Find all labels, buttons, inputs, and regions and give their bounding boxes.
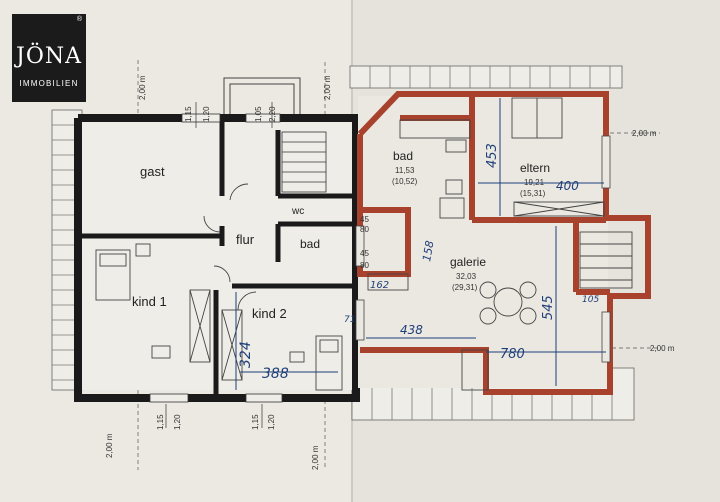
left-stairs xyxy=(281,131,327,193)
dim-top-window2-b: 2,20 xyxy=(268,106,277,122)
dim-right-top: 2,00 m xyxy=(632,129,657,138)
dim-bottom-window1-b: 1,20 xyxy=(173,414,182,430)
dim-bottom-window1-a: 1,15 xyxy=(156,414,165,430)
dim-bottom-left: 2,00 m xyxy=(105,433,114,458)
room-label-galerie: galerie xyxy=(450,255,486,269)
logo-brand: JÖNA xyxy=(16,44,82,69)
right-floor xyxy=(358,96,608,388)
hand-71: 71 xyxy=(344,315,355,325)
room-label-bad-left: bad xyxy=(300,237,320,251)
hand-545: 545 xyxy=(541,295,556,320)
dim-top-vertical: 2,00 m xyxy=(323,75,332,100)
dim-top-window1-b: 1,20 xyxy=(202,106,211,122)
hand-400: 400 xyxy=(556,179,579,193)
right-walls xyxy=(357,91,651,395)
room-label-wc: wc xyxy=(291,206,304,217)
room-area-galerie: 32,03 xyxy=(456,272,477,281)
dim-door1-b: 80 xyxy=(360,225,369,234)
dim-right-bottom: 2,00 m xyxy=(650,344,675,353)
hand-453: 453 xyxy=(485,143,500,168)
dimension-lines xyxy=(165,102,273,428)
hand-324: 324 xyxy=(238,341,254,368)
dim-top-window1-a: 1,15 xyxy=(184,106,193,122)
room-label-eltern: eltern xyxy=(520,161,550,175)
room-area-bad-right: 11,53 xyxy=(395,166,415,175)
room-area2-eltern: (15,31) xyxy=(520,189,546,198)
room-label-bad-right: bad xyxy=(393,149,413,163)
hand-158: 158 xyxy=(420,240,436,263)
logo-registered-mark: ® xyxy=(76,16,82,23)
hand-438: 438 xyxy=(400,323,423,337)
dim-door2-a: 45 xyxy=(360,249,369,258)
hand-105: 105 xyxy=(582,295,599,305)
left-windows xyxy=(149,113,283,403)
dim-door1-a: 45 xyxy=(360,215,369,224)
hand-388: 388 xyxy=(262,366,289,382)
dim-bottom-window2-b: 1,20 xyxy=(267,414,276,430)
left-furniture xyxy=(95,183,343,391)
room-label-flur: flur xyxy=(236,232,255,247)
dim-top-window2-a: 1,05 xyxy=(254,106,263,122)
logo-subtitle: IMMOBILIEN xyxy=(19,79,79,88)
room-label-kind2: kind 2 xyxy=(252,306,287,321)
dim-bottom-window2-a: 1,15 xyxy=(251,414,260,430)
dim-bottom-mid: 2,00 m xyxy=(311,445,320,470)
hand-780: 780 xyxy=(500,347,525,362)
room-label-gast: gast xyxy=(140,164,165,179)
right-furniture xyxy=(367,97,633,391)
brand-logo: ® JÖNA IMMOBILIEN xyxy=(12,14,86,102)
left-inner-walls xyxy=(78,118,356,398)
dim-left-vertical: 2,00 m xyxy=(138,75,147,100)
room-area2-galerie: (29,31) xyxy=(452,283,478,292)
right-windows xyxy=(355,135,611,363)
hand-strokes xyxy=(235,98,606,390)
room-area2-bad-right: (10,52) xyxy=(392,177,418,186)
room-label-kind1: kind 1 xyxy=(132,294,167,309)
hand-162: 162 xyxy=(370,280,389,291)
dim-door2-b: 80 xyxy=(360,261,369,270)
